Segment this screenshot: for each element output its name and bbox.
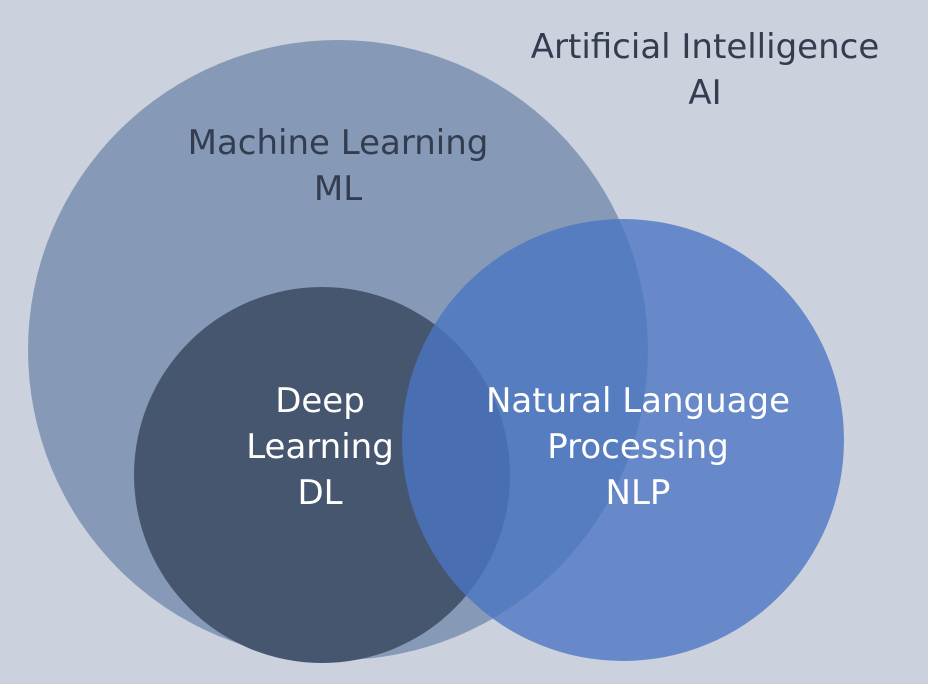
nlp-name-line1: Natural Language: [485, 381, 790, 421]
ml-label: Machine Learning ML: [148, 120, 528, 212]
ml-abbr: ML: [313, 169, 363, 209]
dl-label: Deep Learning DL: [200, 378, 440, 516]
nlp-label: Natural Language Processing NLP: [462, 378, 814, 516]
dl-name-line1: Deep: [275, 381, 365, 421]
nlp-abbr: NLP: [605, 473, 671, 513]
dl-name-line2: Learning: [246, 427, 394, 467]
nlp-circle: [402, 219, 844, 661]
nlp-name-line2: Processing: [547, 427, 729, 467]
ai-name: Artificial Intelligence: [530, 27, 880, 67]
ml-name: Machine Learning: [187, 123, 489, 163]
ai-label: Artificial Intelligence AI: [505, 24, 905, 116]
dl-abbr: DL: [297, 473, 343, 513]
ai-abbr: AI: [688, 73, 722, 113]
